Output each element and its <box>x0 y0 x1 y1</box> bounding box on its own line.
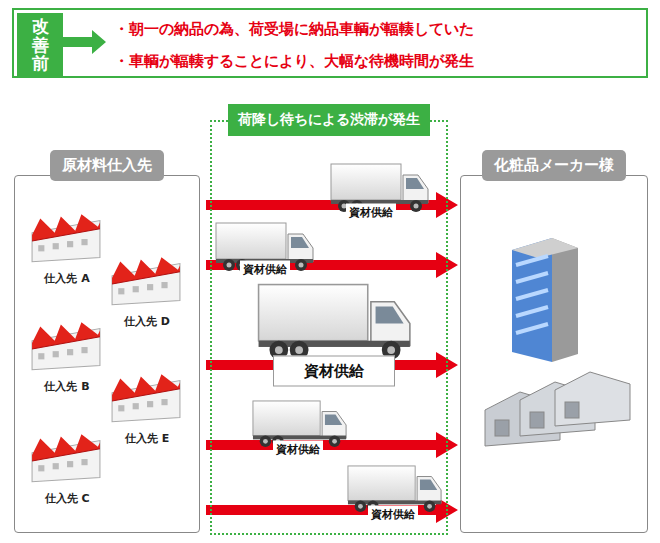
tag-label: 改善前 <box>32 17 49 73</box>
supplier-name: 仕入先 D <box>124 315 170 328</box>
edge-label: 資材供給 <box>368 506 418 523</box>
supplier-name: 仕入先 C <box>45 492 90 505</box>
warehouse <box>485 372 630 446</box>
supplier-name: 仕入先 E <box>125 432 169 445</box>
factory-icon <box>112 257 180 304</box>
edge-label: 資材供給 <box>273 441 323 458</box>
supplier-name: 仕入先 B <box>44 380 89 393</box>
congestion-region: 荷降し待ちによる渋滞が発生 <box>210 120 448 535</box>
supplier-name: 仕入先 A <box>44 272 89 285</box>
truck-icon <box>259 285 410 360</box>
factory-icon <box>32 434 100 481</box>
supplier-label: 仕入先 C <box>35 487 99 503</box>
supplier-label: 仕入先 A <box>35 267 99 283</box>
edge-label: 資材供給 <box>240 261 290 278</box>
factory-icon <box>32 214 100 261</box>
panel-heading: 化粧品メーカー様 <box>482 150 626 181</box>
panel-heading: 荷降し待ちによる渋滞が発生 <box>228 104 430 136</box>
header-box: ・朝一の納品の為、荷受場に納品車輌が輻輳していた・車輌が輻輳することにより、大幅… <box>12 8 648 78</box>
edge-label: 資材供給 <box>273 356 395 387</box>
note-line: ・車輌が輻輳することにより、大幅な待機時間が発生 <box>114 52 474 71</box>
office-building <box>512 238 578 362</box>
factory-icon <box>112 374 180 421</box>
supplier-label: 仕入先 D <box>115 310 179 326</box>
supplier-panel: 原材料仕入先仕入先 A仕入先 D仕入先 B仕入先 E仕入先 C <box>14 175 200 533</box>
note-line: ・朝一の納品の為、荷受場に納品車輌が輻輳していた <box>114 20 474 39</box>
factory-icon <box>32 322 100 369</box>
panel-heading: 原材料仕入先 <box>50 150 164 181</box>
green-arrow <box>62 30 106 54</box>
edge-label: 資材供給 <box>346 204 396 221</box>
supplier-label: 仕入先 E <box>115 427 179 443</box>
supplier-label: 仕入先 B <box>35 375 99 391</box>
status-tag: 改善前 <box>17 13 63 77</box>
maker-panel: 化粧品メーカー様 <box>460 175 648 533</box>
